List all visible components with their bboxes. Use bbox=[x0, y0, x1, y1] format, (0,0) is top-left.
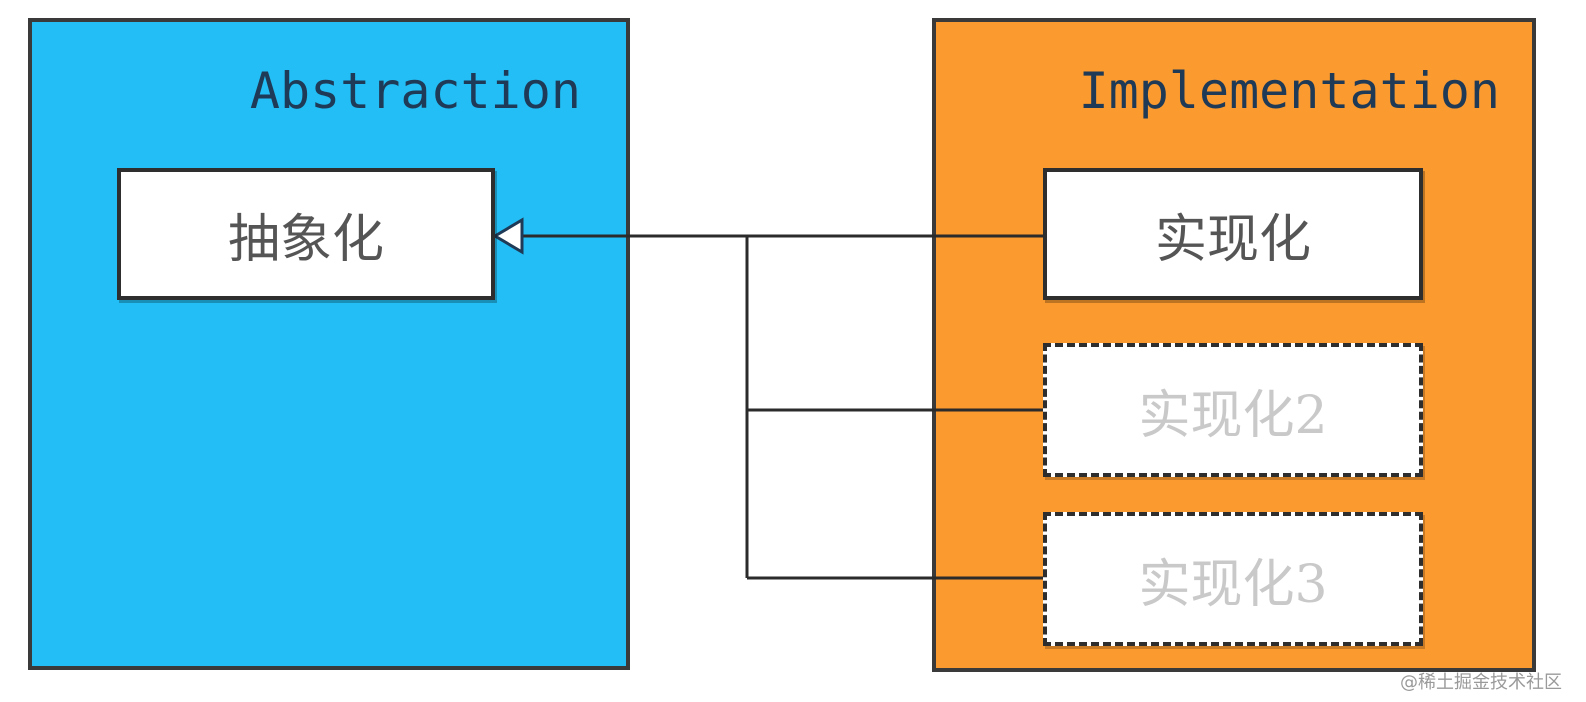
abstraction-node-label: 抽象化 bbox=[227, 209, 384, 270]
implementation-node-2-label: 实现化2 bbox=[1138, 385, 1328, 446]
implementation-node-3: 实现化3 bbox=[1043, 512, 1423, 646]
abstraction-node: 抽象化 bbox=[117, 168, 495, 300]
implementation-node-2: 实现化2 bbox=[1043, 343, 1423, 477]
implementation-node-1-label: 实现化 bbox=[1154, 209, 1311, 270]
implementation-node-3-label: 实现化3 bbox=[1138, 554, 1328, 615]
watermark: @稀土掘金技术社区 bbox=[1400, 672, 1562, 693]
abstraction-panel: Abstraction bbox=[28, 18, 630, 670]
implementation-title: Implementation bbox=[1078, 62, 1500, 120]
implementation-node-1: 实现化 bbox=[1043, 168, 1423, 300]
abstraction-title: Abstraction bbox=[249, 62, 581, 120]
